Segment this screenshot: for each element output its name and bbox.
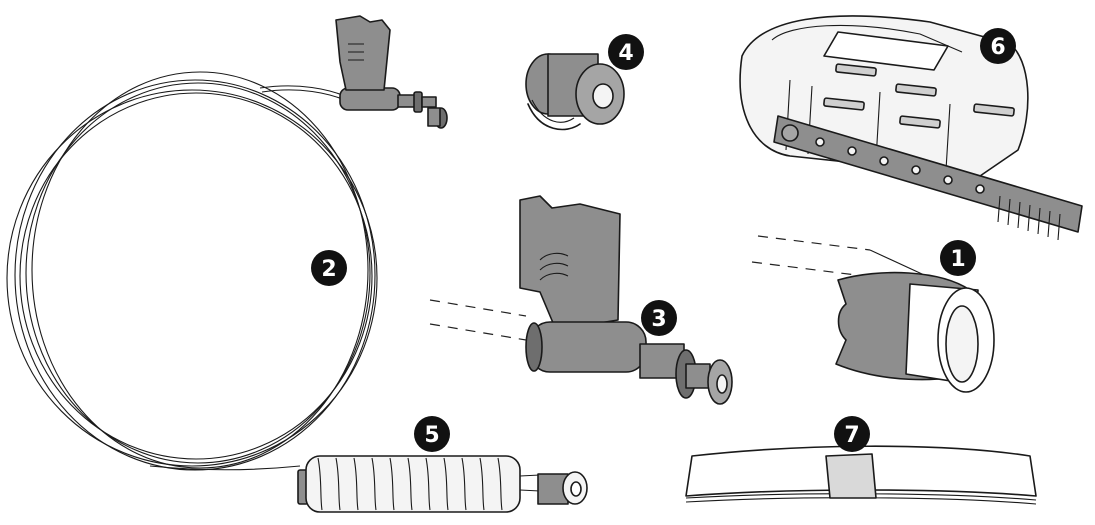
callout-2: 2 [311, 250, 347, 286]
clip-connector [429, 195, 733, 405]
callout-label: 5 [424, 423, 439, 448]
tubing-connector [335, 15, 448, 129]
callout-5: 5 [414, 416, 450, 452]
mounting-sleeve [739, 15, 1083, 241]
tube-sleeve [751, 235, 995, 393]
wrapped-tube [297, 455, 588, 513]
callout-6: 6 [980, 28, 1016, 64]
callout-1: 1 [940, 240, 976, 276]
callout-7: 7 [834, 416, 870, 452]
pad-strip [685, 445, 1037, 505]
callout-3: 3 [641, 300, 677, 336]
callout-label: 1 [950, 247, 965, 272]
callout-4: 4 [608, 34, 644, 70]
callout-label: 2 [321, 257, 336, 282]
callout-label: 6 [990, 35, 1005, 60]
callout-label: 3 [651, 307, 666, 332]
callout-label: 7 [844, 423, 859, 448]
coiled-tubing [6, 71, 378, 471]
callout-label: 4 [618, 41, 633, 66]
adapter-part [525, 53, 625, 131]
